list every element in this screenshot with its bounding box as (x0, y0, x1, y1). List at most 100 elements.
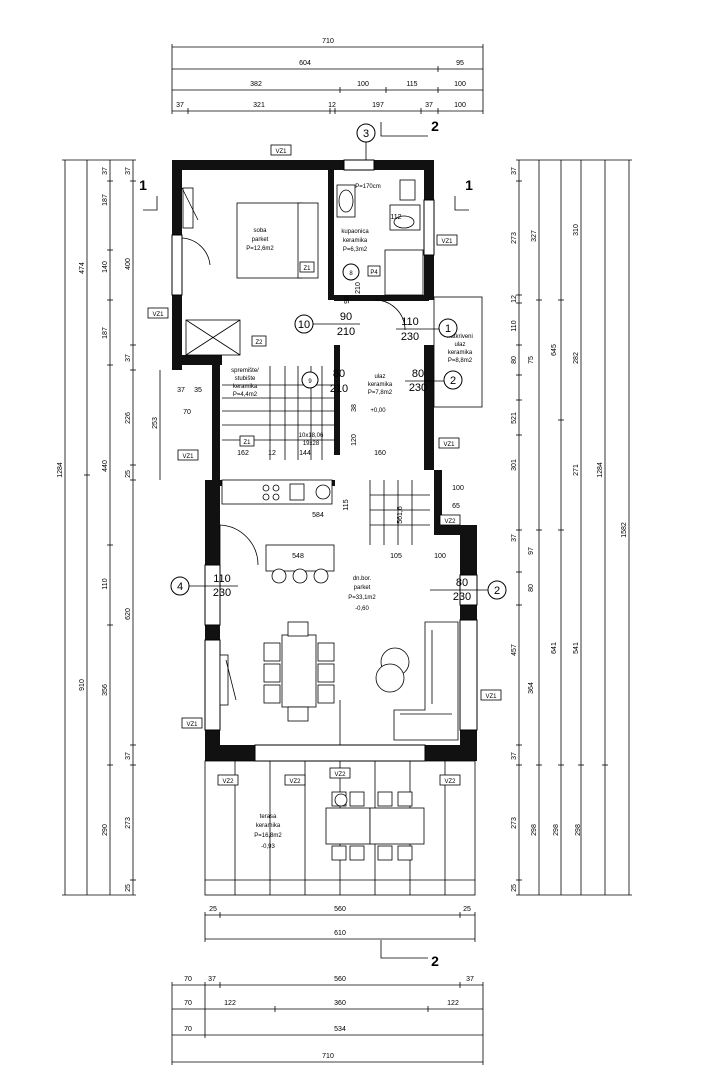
dim-bottom-37a: 37 (208, 976, 216, 983)
vz2-tag-1: VZ2 (217, 774, 239, 786)
dim-top-100b: 100 (454, 81, 466, 88)
dimension-chain-top (171, 44, 484, 114)
svg-text:105: 105 (390, 553, 402, 560)
dimension-chain-right (516, 159, 632, 896)
dim-bottom-610: 610 (334, 930, 346, 937)
terrace-table (325, 807, 371, 845)
svg-text:210: 210 (330, 383, 348, 395)
dim-right-641: 641 (551, 642, 558, 654)
dimension-labels-top: 710 604 95 382 100 115 100 37 321 12 197… (176, 38, 466, 109)
vz1-tag-top: VZ1 (270, 144, 292, 156)
vz2-tag-3: VZ2 (329, 767, 351, 779)
dim-left-273: 273 (125, 817, 132, 829)
fireplace (219, 654, 229, 706)
dim-right-37a: 37 (511, 167, 518, 175)
dim-right-1582: 1582 (621, 522, 628, 538)
room-terasa-area: P=16,8m2 (254, 833, 282, 839)
svg-text:115: 115 (343, 499, 350, 510)
z1-tag-stairs: Z1 (239, 435, 255, 447)
terrace-bench (369, 807, 425, 845)
svg-text:8: 8 (349, 271, 353, 277)
dim-left-70-h: 70 (183, 409, 191, 416)
dimension-labels-right: 37 273 12 110 80 75 521 301 37 97 80 457… (511, 167, 628, 892)
door-tag-9: 9 80 210 (301, 368, 348, 395)
dim-left-37a: 37 (102, 167, 109, 175)
dim-right-80a: 80 (511, 356, 518, 364)
section-mark-2-top: 2 (431, 118, 439, 134)
dim-left-620: 620 (125, 608, 132, 620)
svg-text:230: 230 (213, 587, 231, 599)
svg-text:160: 160 (374, 450, 386, 457)
dim-left-25b: 25 (125, 884, 132, 892)
dim-left-474: 474 (79, 262, 86, 274)
svg-text:10: 10 (298, 319, 310, 331)
dim-bottom-70c: 70 (184, 1026, 192, 1033)
z1-tag-bed: Z1 (299, 261, 315, 273)
dim-left-37c: 37 (125, 354, 132, 362)
dim-left-290: 290 (102, 824, 109, 836)
svg-text:80: 80 (333, 368, 345, 380)
svg-text:4: 4 (177, 581, 183, 593)
door-tag-1: 1 110 230 (396, 316, 458, 343)
room-label-stubiste: spremište/ stubište keramika P=4,4m2 (231, 368, 259, 398)
stairs-note-a: 10x18,06 (299, 433, 324, 439)
room-soba-name: soba (253, 228, 267, 234)
room-kupaonica-floor: keramika (343, 238, 368, 244)
svg-text:VZ2: VZ2 (222, 779, 234, 785)
dim-right-37b: 37 (511, 534, 518, 542)
sofa (393, 621, 459, 741)
door-tag-3: 3 P=170cm (355, 123, 381, 190)
dim-top-100a: 100 (357, 81, 369, 88)
section-marks: 1 1 2 2 (139, 118, 473, 969)
room-kupaonica-name: kupaonica (341, 229, 369, 235)
dim-left-35-h: 35 (194, 387, 202, 394)
svg-text:2: 2 (494, 585, 500, 597)
section-mark-1-right: 1 (465, 177, 473, 193)
svg-text:12: 12 (268, 450, 276, 457)
stairs-note-b: 19x28 (303, 441, 320, 447)
room-label-dnevni: dn.bor. parket P=33,1m2 -0,60 (348, 576, 376, 612)
kitchen-counter (221, 479, 333, 505)
vz-tags: VZ1 VZ1 VZ1 VZ1 VZ1 VZ1 VZ1 VZ2 VZ2 VZ2 … (147, 144, 502, 786)
shower (384, 249, 424, 296)
dim-bottom-37b: 37 (466, 976, 474, 983)
dim-top-100c: 100 (454, 102, 466, 109)
room-ulaz-name: ulaz (374, 374, 385, 380)
svg-text:2: 2 (450, 375, 456, 387)
door-tag-2-living: 2 80 230 (430, 577, 507, 603)
room-dnevni-name: dn.bor. (353, 576, 372, 582)
dim-left-356: 356 (102, 684, 109, 696)
room-terasa-level: -0,93 (261, 844, 275, 850)
vz1-tag-living-right: VZ1 (480, 689, 502, 701)
dim-left-1284: 1284 (57, 462, 64, 478)
dim-top-12: 12 (328, 102, 336, 109)
dim-top-382: 382 (250, 81, 262, 88)
svg-text:65: 65 (452, 503, 460, 510)
dim-bottom-560b: 560 (334, 976, 346, 983)
dim-left-400: 400 (125, 258, 132, 270)
vz2-tag-4: VZ2 (439, 774, 461, 786)
furniture (181, 179, 459, 861)
dim-right-457: 457 (511, 644, 518, 656)
dim-left-140: 140 (102, 261, 109, 273)
room-label-kupaonica: kupaonica keramika P=6,3m2 (341, 229, 369, 253)
svg-text:9: 9 (308, 379, 312, 385)
svg-text:110: 110 (401, 316, 419, 328)
svg-text:VZ2: VZ2 (444, 779, 456, 785)
dimension-labels-bottom: 25 560 25 610 70 37 560 37 70 122 360 12… (184, 906, 474, 1060)
svg-text:80: 80 (412, 368, 424, 380)
room-ulaz-area: P=7,8m2 (368, 390, 393, 396)
dim-right-97: 97 (528, 547, 535, 555)
vz1-tag-left-upper: VZ1 (147, 307, 169, 319)
dim-right-75: 75 (528, 356, 535, 364)
svg-text:210: 210 (337, 326, 355, 338)
dim-right-1284: 1284 (597, 462, 604, 478)
svg-text:112: 112 (390, 214, 401, 221)
svg-text:VZ2: VZ2 (444, 519, 456, 525)
p4-tag: P4 (367, 265, 381, 277)
svg-text:144: 144 (299, 450, 311, 457)
dim-left-25a: 25 (125, 470, 132, 478)
section-mark-2-bottom: 2 (431, 953, 439, 969)
dim-right-298a: 298 (531, 824, 538, 836)
inner-dimensions: 105 100 100 584 548 115 160 162 144 12 1… (237, 214, 464, 560)
